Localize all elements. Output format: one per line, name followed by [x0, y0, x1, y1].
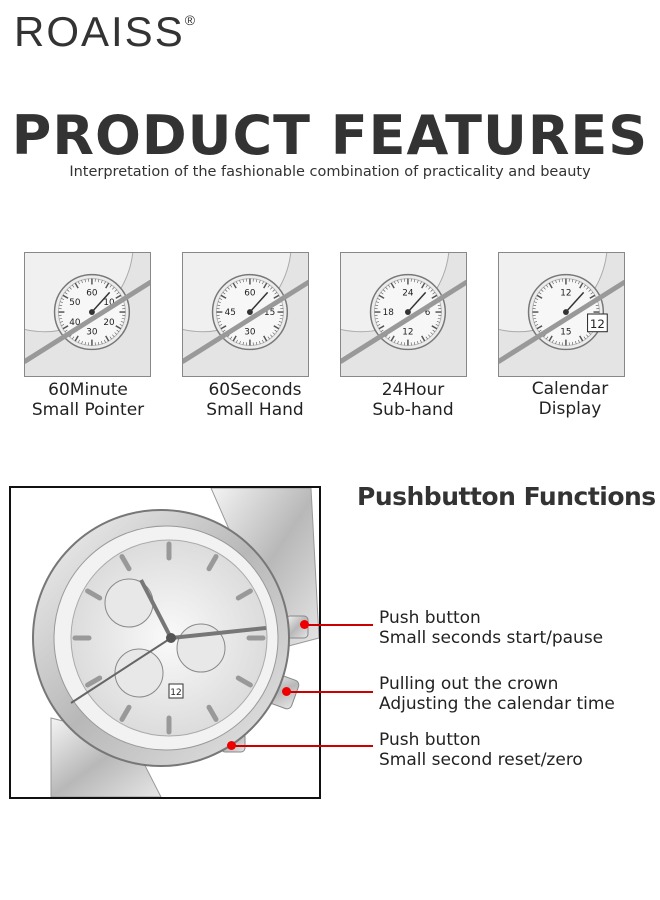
hour-marker	[119, 554, 132, 572]
hour-marker	[119, 704, 132, 722]
watch-illustration: 12	[32, 488, 319, 797]
dial-number: 30	[244, 328, 256, 338]
subdial-image: 12 15 12	[499, 253, 624, 376]
hour-marker	[235, 675, 253, 688]
callout-dot	[282, 687, 291, 696]
callout-line	[287, 691, 373, 693]
dial-number: 30	[86, 328, 98, 338]
feature-label-line1: 24Hour	[381, 380, 445, 400]
dial-number: 10	[103, 298, 115, 308]
callout-desc: Small seconds start/pause	[379, 628, 604, 648]
feature-image-seconds: 60 15 30 45	[182, 252, 309, 377]
pushbutton-title: Pushbutton Functions	[357, 482, 656, 511]
callout-line	[305, 624, 373, 626]
dial-number: 40	[69, 318, 81, 328]
feature-label-line2: Small Hand	[206, 400, 304, 420]
hour-marker	[85, 675, 103, 688]
callout-title: Pulling out the crown	[379, 674, 559, 694]
watch-image: 12	[9, 486, 321, 799]
callout-dot	[300, 620, 309, 629]
feature-image-minute: 60 10 20 30 40 50	[24, 252, 151, 377]
feature-label-line1: 60Minute	[48, 380, 128, 400]
callout-title: Push button	[379, 730, 481, 750]
dial-number: 60	[244, 288, 256, 298]
feature-label-line2: Sub-hand	[372, 400, 454, 420]
dial-number: 20	[103, 318, 115, 328]
dial-number: 6	[425, 308, 431, 318]
feature-label-line1: 60Seconds	[208, 380, 302, 400]
hour-marker	[206, 554, 219, 572]
dial-number: 60	[86, 288, 98, 298]
registered-mark: ®	[184, 12, 198, 28]
feature-label-line2: Display	[538, 399, 602, 419]
dial-number: 12	[402, 328, 413, 338]
brand-name: ROAISS	[14, 8, 185, 55]
dial-number: 24	[402, 288, 414, 298]
callout-dot	[227, 741, 236, 750]
subdial-image: 24 6 12 18	[341, 253, 466, 376]
callout-line	[232, 745, 373, 747]
callout-desc: Small second reset/zero	[379, 750, 583, 770]
page-subtitle: Interpretation of the fashionable combin…	[69, 164, 591, 180]
callout-title: Push button	[379, 608, 481, 628]
subdial-image: 60 15 30 45	[183, 253, 308, 376]
dial-number: 15	[560, 328, 571, 338]
date-window: 12	[590, 317, 605, 331]
dial-number: 45	[225, 308, 236, 318]
page-title: PRODUCT FEATURES	[11, 104, 649, 167]
dial-number: 18	[383, 308, 395, 318]
dial-number: 50	[69, 298, 81, 308]
brand-logo: ROAISS®	[14, 8, 197, 56]
dial-number: 12	[560, 288, 571, 298]
hour-marker	[206, 704, 219, 722]
hour-marker	[235, 588, 253, 601]
feature-label-line2: Small Pointer	[31, 400, 145, 420]
callout-desc: Adjusting the calendar time	[379, 694, 615, 714]
date-window: 12	[170, 688, 181, 698]
hour-marker	[85, 588, 103, 601]
feature-label-line1: Calendar	[531, 379, 609, 399]
subdial-image: 60 10 20 30 40 50	[25, 253, 150, 376]
feature-image-calendar: 12 15 12	[498, 252, 625, 377]
feature-image-hour: 24 6 12 18	[340, 252, 467, 377]
dial-number: 15	[264, 308, 275, 318]
